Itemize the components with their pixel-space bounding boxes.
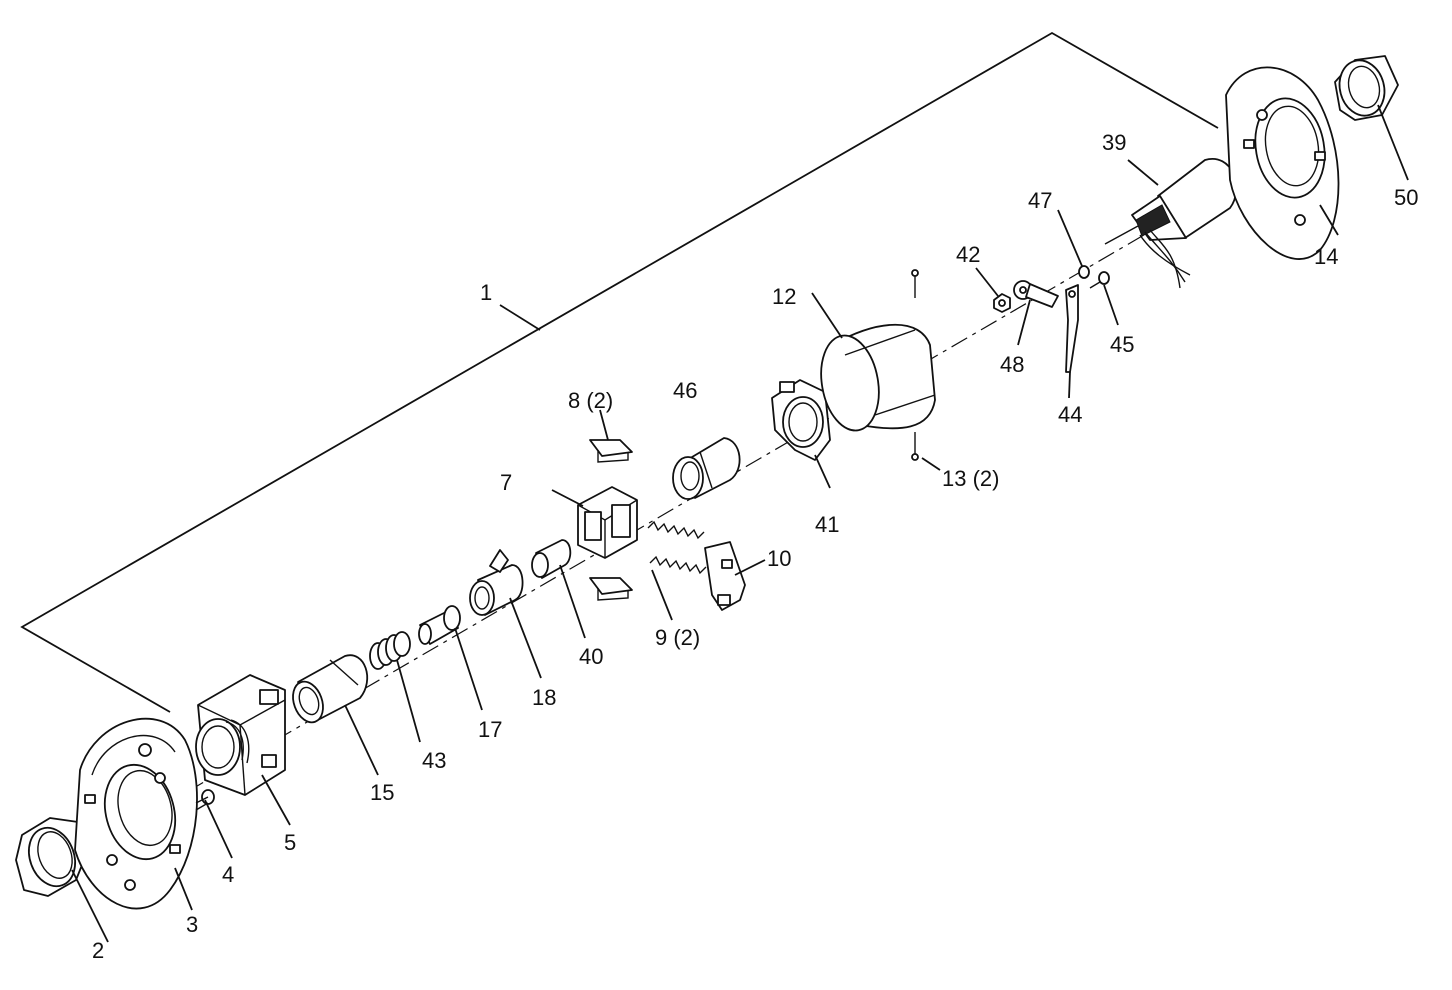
callout-2: 2: [92, 938, 104, 963]
callout-47: 47: [1028, 188, 1052, 213]
part-cam-46: [672, 437, 741, 500]
callout-48: 48: [1000, 352, 1024, 377]
callout-8: 8 (2): [568, 388, 613, 413]
part-clip-8-upper: [589, 439, 633, 463]
part-cylinder-40: [531, 539, 572, 579]
part-pin-13-upper: [911, 269, 919, 298]
part-screw-47: [1078, 265, 1090, 279]
callout-42: 42: [956, 242, 980, 267]
part-hex-nut-50: [1334, 55, 1399, 121]
callout-13: 13 (2): [942, 466, 999, 491]
callout-3: 3: [186, 912, 198, 937]
part-spring-9-lower: [649, 555, 707, 575]
callout-45: 45: [1110, 332, 1134, 357]
part-motor-39: [1104, 157, 1238, 289]
callout-14: 14: [1314, 244, 1338, 269]
part-lever-48: [1013, 280, 1059, 308]
assembly-axis: [69, 149, 1291, 861]
callout-40: 40: [579, 644, 603, 669]
callout-15: 15: [370, 780, 394, 805]
callout-4: 4: [222, 862, 234, 887]
callout-10: 10: [767, 546, 791, 571]
part-pin-13-lower: [911, 432, 919, 461]
callout-44: 44: [1058, 402, 1082, 427]
callout-50: 50: [1394, 185, 1418, 210]
leader-lines: [71, 104, 1409, 943]
callout-18: 18: [532, 685, 556, 710]
callout-17: 17: [478, 717, 502, 742]
part-rose-plate-14: [1225, 66, 1340, 260]
part-spindle-17: [418, 605, 461, 645]
callout-5: 5: [284, 830, 296, 855]
part-retractor-7: [577, 486, 638, 559]
part-screw-45: [1089, 271, 1110, 289]
callout-41: 41: [815, 512, 839, 537]
part-frame-10: [704, 541, 746, 611]
part-spring-43: [369, 631, 411, 670]
assembly-bracket: [20, 31, 1219, 713]
part-arm-44: [1065, 284, 1079, 373]
part-spring-9-upper: [647, 520, 705, 540]
part-cylinder-15: [292, 654, 369, 724]
callout-1: 1: [480, 280, 492, 305]
callout-46: 46: [673, 378, 697, 403]
part-hex-nut-2: [15, 817, 89, 897]
callout-9: 9 (2): [655, 625, 700, 650]
part-chassis-5: [195, 674, 286, 796]
callout-39: 39: [1102, 130, 1126, 155]
part-housing-12: [820, 323, 936, 432]
callout-12: 12: [772, 284, 796, 309]
callout-7: 7: [500, 470, 512, 495]
part-rose-plate-3: [74, 717, 198, 910]
part-plate-41: [771, 379, 831, 461]
part-tube-18: [469, 549, 524, 616]
callout-43: 43: [422, 748, 446, 773]
part-nut-42: [993, 293, 1011, 313]
part-clip-8-lower: [589, 577, 633, 601]
leader-1: [499, 304, 541, 331]
